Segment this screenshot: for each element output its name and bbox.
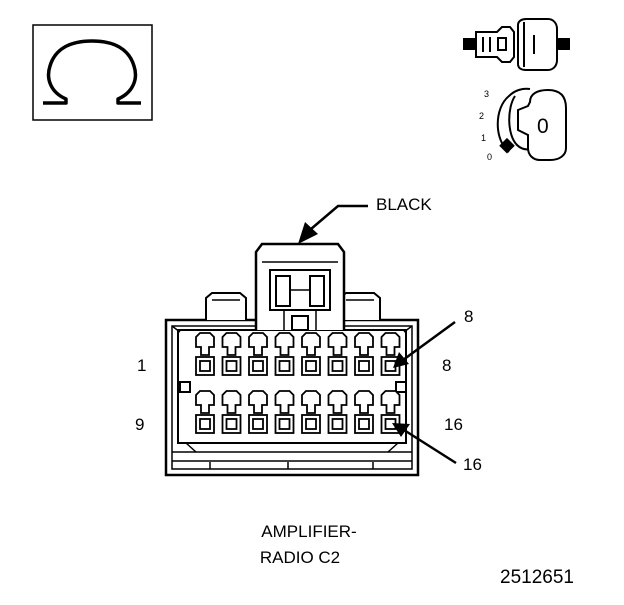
key-position-3: 3 [484,89,490,99]
color-callout [298,204,368,244]
pin-label-row1-right: 8 [442,356,452,375]
pin-cavity-6 [327,332,348,376]
pin-cavity-13 [301,390,321,434]
key-position-0: 0 [487,152,493,162]
pin-label-row2-left: 9 [135,415,145,434]
figure-number: 2512651 [500,567,574,588]
key-position-2: 2 [479,111,485,121]
connector-name-line1: AMPLIFIER- [261,522,357,541]
connector-name-line2: RADIO C2 [259,548,341,567]
key-label: 0 [537,115,549,138]
callout-pin-16: 16 [463,455,482,474]
pin-cavity-8 [380,332,401,376]
pin-cavity-4 [274,332,295,376]
pin-cavity-12 [274,390,295,434]
ohm-symbol-box [32,24,153,121]
pin-cavities [195,332,401,434]
pin-callouts [392,320,457,465]
pin-cavity-2 [221,332,242,376]
callout-pin-8: 8 [464,307,474,326]
pin-cavity-3 [248,332,268,376]
pin-cavity-14 [327,390,348,434]
pin-label-row1-left: 1 [137,356,147,375]
pin-cavity-9 [195,390,215,434]
key-head [517,88,567,161]
connector-body [164,242,420,477]
pin-cavity-7 [354,332,374,376]
pin-label-row2-right: 16 [444,415,463,434]
key-position-1: 1 [481,133,487,143]
ohm-icon [43,39,141,105]
pin-cavity-10 [221,390,242,434]
pin-cavity-5 [301,332,321,376]
ignition-key-icon [496,87,567,161]
pin-cavity-1 [195,332,215,376]
pin-cavity-11 [248,390,268,434]
connector-color-label: BLACK [376,195,432,214]
connector-plug-icon [463,18,570,71]
pin-cavity-15 [354,390,374,434]
